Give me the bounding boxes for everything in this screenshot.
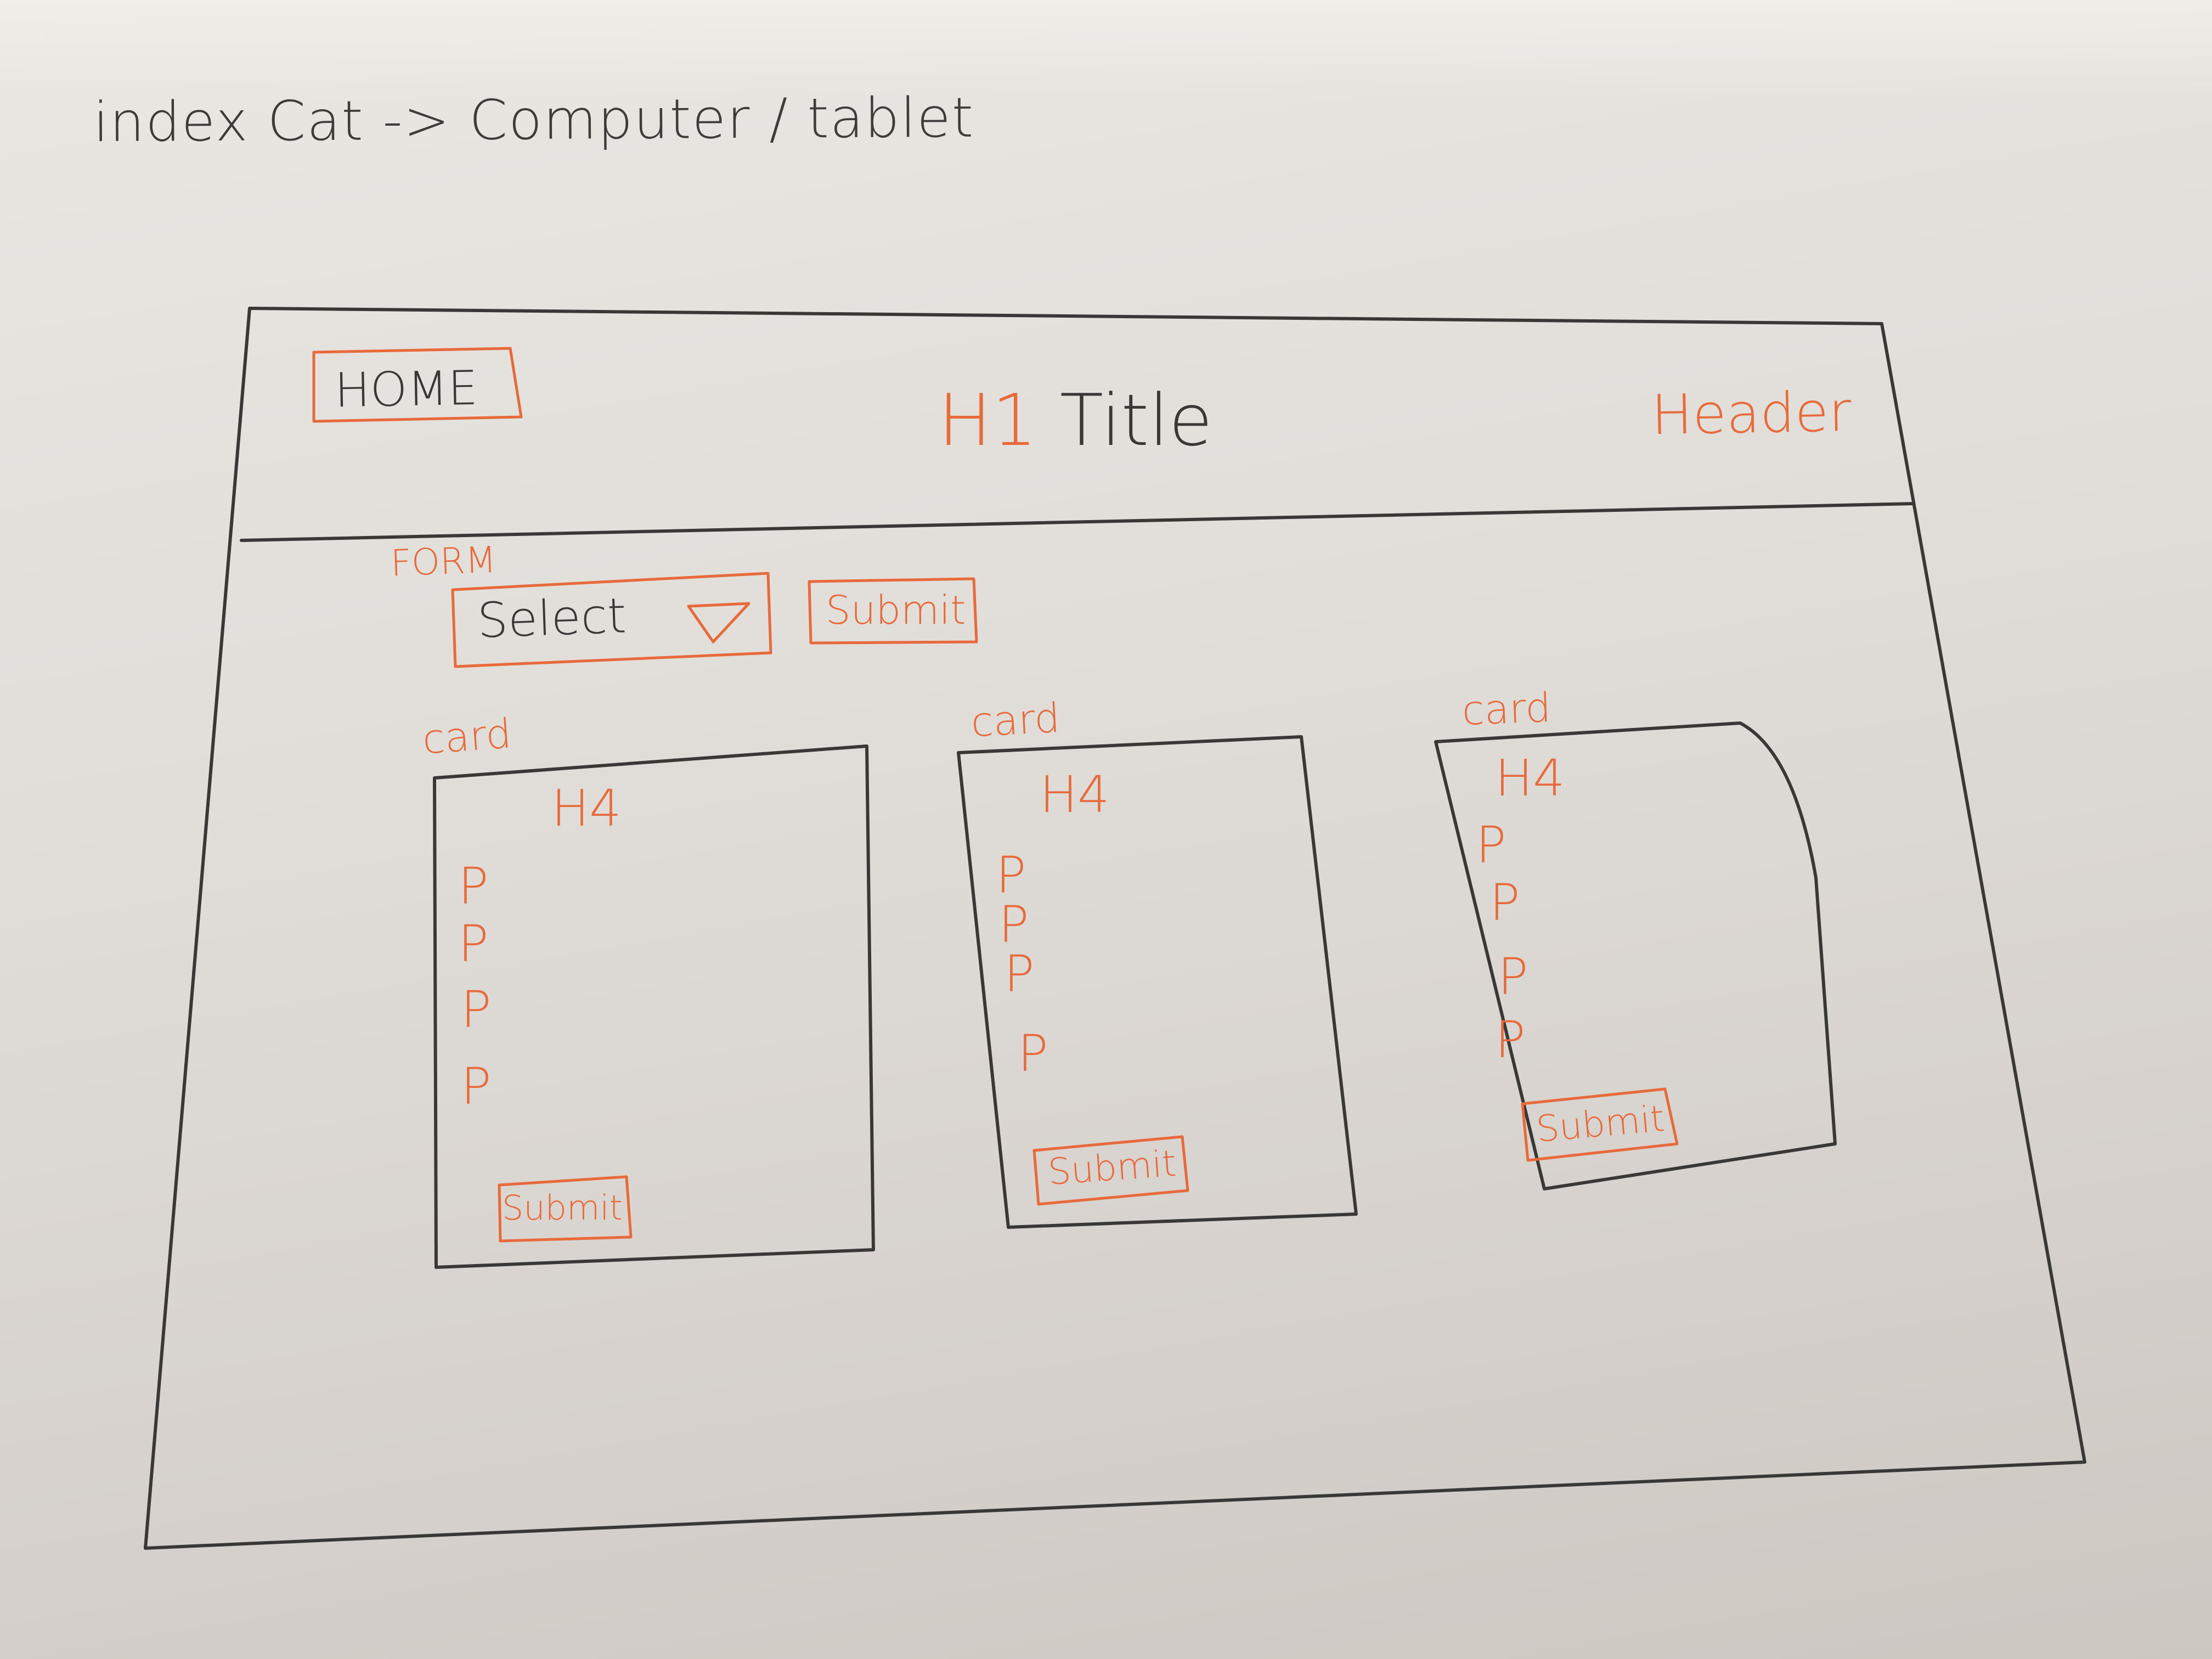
form-submit-button[interactable]: Submit — [826, 587, 966, 633]
card-1-submit-label: Submit — [502, 1188, 623, 1228]
home-button-label: HOME — [334, 360, 478, 419]
page-title-word: Title — [1059, 379, 1213, 462]
header-label: Header — [1651, 379, 1852, 448]
card-3-p-3: P — [1498, 947, 1528, 1006]
card-1-outline — [433, 744, 875, 1269]
card-3-p-1: P — [1476, 816, 1506, 874]
card-1-heading: H4 — [551, 779, 622, 838]
page-title-prefix: H1 — [938, 379, 1037, 462]
form-submit-outline — [808, 577, 978, 645]
card-3-heading: H4 — [1495, 749, 1565, 808]
card-2-p-1: P — [996, 846, 1026, 905]
card-1-p-4: P — [461, 1057, 492, 1116]
card-1-p-2: P — [458, 915, 489, 973]
page-title: H1 Title — [938, 379, 1212, 462]
card-3-label: card — [1461, 684, 1552, 735]
card-2-p-2: P — [998, 895, 1029, 954]
card-1-submit-outline — [498, 1175, 633, 1243]
card-2-submit-label: Submit — [1046, 1142, 1178, 1194]
card-3-p-4: P — [1495, 1011, 1526, 1069]
card-2-p-3: P — [1004, 945, 1035, 1003]
card-2-heading: H4 — [1040, 765, 1110, 824]
card-3-outline — [1434, 721, 1837, 1190]
card-3-p-2: P — [1489, 873, 1520, 932]
card-2-p-4: P — [1018, 1024, 1048, 1083]
page-frame — [144, 307, 2086, 1550]
header-divider — [240, 502, 1915, 542]
select-dropdown[interactable]: Select — [476, 587, 627, 648]
card-2-submit-outline — [1032, 1135, 1189, 1206]
sketch-note: index Cat -> Computer / tablet — [93, 85, 975, 155]
form-label: FORM — [390, 538, 498, 585]
select-triangle — [687, 602, 751, 644]
select-label: Select — [476, 587, 628, 649]
home-button-outline — [312, 347, 523, 423]
card-1-submit-button[interactable]: Submit — [502, 1188, 623, 1228]
card-3-submit-outline — [1521, 1087, 1679, 1162]
card-1-p-3: P — [461, 980, 492, 1039]
card-1-p-1: P — [458, 857, 489, 916]
select-outline — [451, 572, 772, 668]
card-2-submit-button[interactable]: Submit — [1047, 1142, 1178, 1193]
card-1-label: card — [421, 710, 513, 764]
form-submit-label: Submit — [826, 587, 966, 633]
paper-top-highlight — [0, 0, 2212, 99]
card-2-outline — [957, 735, 1358, 1229]
card-2-label: card — [969, 694, 1062, 747]
home-button[interactable]: HOME — [334, 361, 478, 419]
